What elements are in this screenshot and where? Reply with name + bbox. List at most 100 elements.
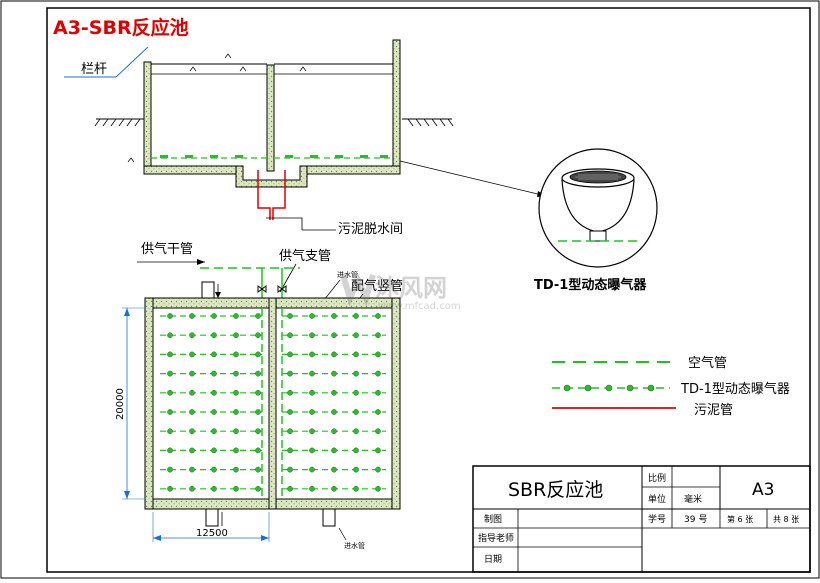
- aerator-dot: [167, 332, 173, 339]
- aerator-dot: [375, 351, 381, 358]
- scale-label: 比例: [648, 472, 666, 484]
- inlet-bottom-label: 进水管: [344, 541, 365, 550]
- aerator-dot: [211, 485, 217, 492]
- aerator-dot: [375, 370, 381, 377]
- aerator-dot: [233, 351, 239, 358]
- branch-air-pipe-label: 供气支管: [279, 248, 331, 264]
- main-air-pipe-label: 供气干管: [141, 241, 193, 257]
- aerator-dot: [167, 447, 173, 454]
- aerator-detail: TD-1型动态曝气器: [534, 148, 658, 293]
- aerator-dot: [255, 313, 261, 319]
- sheet-total: 共 8 张: [773, 515, 799, 524]
- aerator-dot: [331, 313, 337, 319]
- aerator-dot: [233, 485, 239, 492]
- aerator-dot: [287, 370, 293, 377]
- aerator-dot: [255, 389, 261, 396]
- advisor-label: 指导老师: [478, 532, 514, 544]
- aerator-dot: [287, 409, 293, 415]
- title-block: [472, 465, 811, 573]
- aerator-dot: [309, 447, 315, 454]
- aerator-dot: [211, 351, 217, 358]
- aerator-dot: [189, 466, 195, 473]
- aerator-dot: [287, 351, 293, 358]
- aerator-dot: [287, 485, 293, 492]
- aerator-dot: [211, 332, 217, 339]
- aerator-dot: [353, 409, 359, 415]
- inner-border: [46, 7, 811, 573]
- aerator-dot: [167, 466, 173, 473]
- aerator-dot: [167, 313, 173, 319]
- aerator-dot: [375, 466, 381, 473]
- unit-value: 毫米: [684, 493, 702, 505]
- aerator-dot: [331, 485, 337, 492]
- aerator-dot: [287, 466, 293, 473]
- aerator-dot: [233, 409, 239, 415]
- aerator-dot: [287, 447, 293, 454]
- aerator-dot: [375, 313, 381, 319]
- aerator-dot: [189, 389, 195, 396]
- aerator-dot: [331, 332, 337, 339]
- aerator-dot: [375, 428, 381, 435]
- aerator-dot: [375, 447, 381, 454]
- aerator-dot: [211, 428, 217, 435]
- title-block-text: SBR反应池 比例 单位 毫米 A3 学号 39 号 第 6 张 共 8 张 制…: [478, 472, 799, 565]
- inlet-top-label: 进水管: [337, 270, 358, 279]
- plan-view: 供气干管 供气支管 进水管 配气竖管 进水管: [115, 241, 403, 550]
- aerator-dot: [167, 370, 173, 377]
- aerator-dot: [331, 389, 337, 396]
- aerator-dot: [375, 332, 381, 339]
- aerator-dot: [255, 428, 261, 435]
- aerator-dot: [287, 332, 293, 339]
- aerator-dot: [167, 409, 173, 415]
- aerator-dot: [309, 351, 315, 358]
- aerator-dot: [211, 409, 217, 415]
- aerator-grid: [160, 308, 386, 497]
- aerator-dot: [331, 351, 337, 358]
- aerator-dot: [189, 332, 195, 339]
- aerator-dot: [211, 313, 217, 319]
- watermark-url: www.mfcad.com: [378, 301, 461, 312]
- aerator-dot: [353, 332, 359, 339]
- sheet-index: 第 6 张: [727, 514, 753, 524]
- aerator-dot: [353, 485, 359, 492]
- student-no-label: 学号: [648, 513, 666, 525]
- aerator-dot: [353, 370, 359, 377]
- aerator-dot: [167, 351, 173, 358]
- aerator-dot: [375, 485, 381, 492]
- aerator-dot: [353, 351, 359, 358]
- aerator-dot: [375, 389, 381, 396]
- aerator-dot: [255, 466, 261, 473]
- aerator-dot: [255, 332, 261, 339]
- aerator-dot: [287, 389, 293, 396]
- student-no-value: 39 号: [684, 514, 707, 525]
- aerator-dot: [211, 370, 217, 377]
- aerator-dot: [233, 466, 239, 473]
- aerator-dot: [353, 389, 359, 396]
- railing-label: 栏杆: [81, 62, 107, 77]
- aerator-dot: [309, 485, 315, 492]
- aerator-dot: [211, 466, 217, 473]
- aerator-dot: [233, 428, 239, 435]
- aerator-dot: [353, 313, 359, 319]
- aerator-dot: [309, 370, 315, 377]
- watermark: 沐风网 www.mfcad.com: [340, 272, 461, 312]
- aerator-dot: [189, 447, 195, 454]
- aerator-dot: [331, 466, 337, 473]
- aerator-dot: [353, 428, 359, 435]
- aerator-dot: [189, 409, 195, 415]
- drawing-title: A3-SBR反应池: [53, 16, 189, 39]
- legend-aerator: TD-1型动态曝气器: [680, 381, 790, 397]
- aerator-dot: [353, 466, 359, 473]
- watermark-text: 沐风网: [375, 274, 447, 302]
- aerator-dot: [189, 313, 195, 319]
- aerator-dot: [353, 447, 359, 454]
- aerator-dot: [331, 428, 337, 435]
- aerator-dot: [309, 332, 315, 339]
- aerator-dot: [233, 370, 239, 377]
- drawn-by-label: 制图: [484, 513, 502, 525]
- aerator-dot: [189, 370, 195, 377]
- aerator-dot: [309, 313, 315, 319]
- aerator-dot: [375, 409, 381, 415]
- block-title: SBR反应池: [508, 479, 603, 501]
